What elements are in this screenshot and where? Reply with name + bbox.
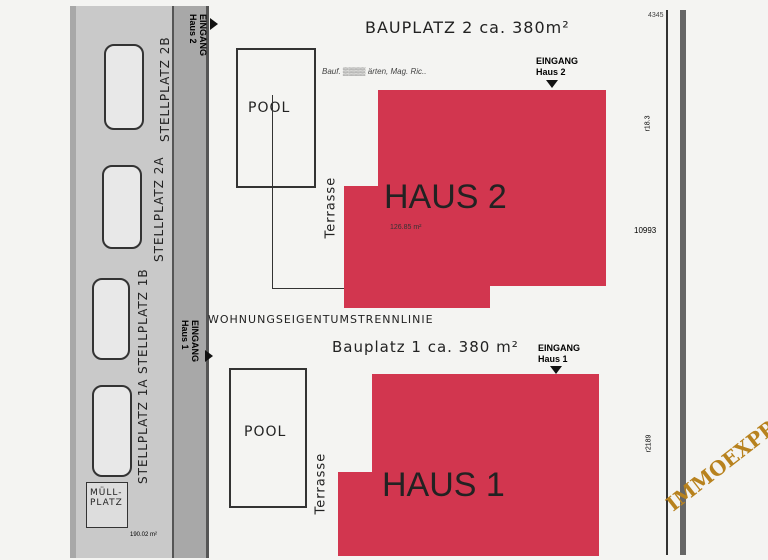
dim-r18: r18.3 [644, 115, 652, 132]
top-number: 4345 [648, 12, 664, 19]
house-2-area: 126.85 m² [390, 224, 422, 231]
pool-2 [236, 48, 316, 188]
entrance-arrow-2 [210, 18, 218, 30]
parking-label-2a: STELLPLATZ 2A [152, 156, 166, 262]
car-2a [102, 165, 142, 249]
plot-1-title: Bauplatz 1 ca. 380 m² [332, 338, 519, 356]
parking-label-1b: STELLPLATZ 1B [136, 268, 150, 374]
car-1b [92, 278, 130, 360]
property-boundary [666, 10, 668, 555]
parking-label-1a: STELLPLATZ 1A [136, 378, 150, 484]
house-1-entrance: EINGANG Haus 1 [538, 343, 581, 364]
dim-area-bottom: 190.02 m² [130, 532, 158, 538]
waste-label: MÜLL- PLATZ [90, 488, 123, 508]
boundary-right [680, 10, 686, 555]
house-1-label: HAUS 1 [382, 466, 505, 504]
pool-1 [229, 368, 307, 508]
street-entrance-2: EINGANG Haus 2 [188, 14, 208, 57]
street-entrance-1: EINGANG Haus 1 [180, 320, 200, 363]
car-2b [104, 44, 144, 130]
pool-2-label: POOL [248, 100, 291, 116]
house-2-entrance: EINGANG Haus 2 [536, 56, 579, 77]
dim-r2189: r2189 [645, 434, 653, 453]
entrance-arrow-1 [205, 350, 213, 362]
dim-10993: 10993 [634, 226, 657, 235]
lot-2-outline [272, 95, 383, 289]
watermark-logo: IMMOEXPRESS [661, 388, 768, 516]
divider-label: WOHNUNGSEIGENTUMSTRENNLINIE [208, 313, 434, 326]
parking-label-2b: STELLPLATZ 2B [158, 36, 172, 142]
house-2-annex [344, 186, 490, 308]
house-2-entrance-arrow [546, 80, 558, 88]
plot-2-title: BAUPLATZ 2 ca. 380m² [365, 18, 570, 37]
pool-1-label: POOL [244, 424, 287, 440]
owner-note: Bauf. ▒▒▒▒ ärten, Mag. Ric.. [322, 67, 427, 76]
waste-area [86, 482, 128, 528]
terrace-1: Terrasse [313, 452, 329, 515]
house-2-label: HAUS 2 [384, 178, 507, 216]
house-1-annex [338, 472, 478, 556]
car-1a [92, 385, 132, 477]
house-1-entrance-arrow [550, 366, 562, 374]
terrace-2: Terrasse [323, 176, 339, 239]
